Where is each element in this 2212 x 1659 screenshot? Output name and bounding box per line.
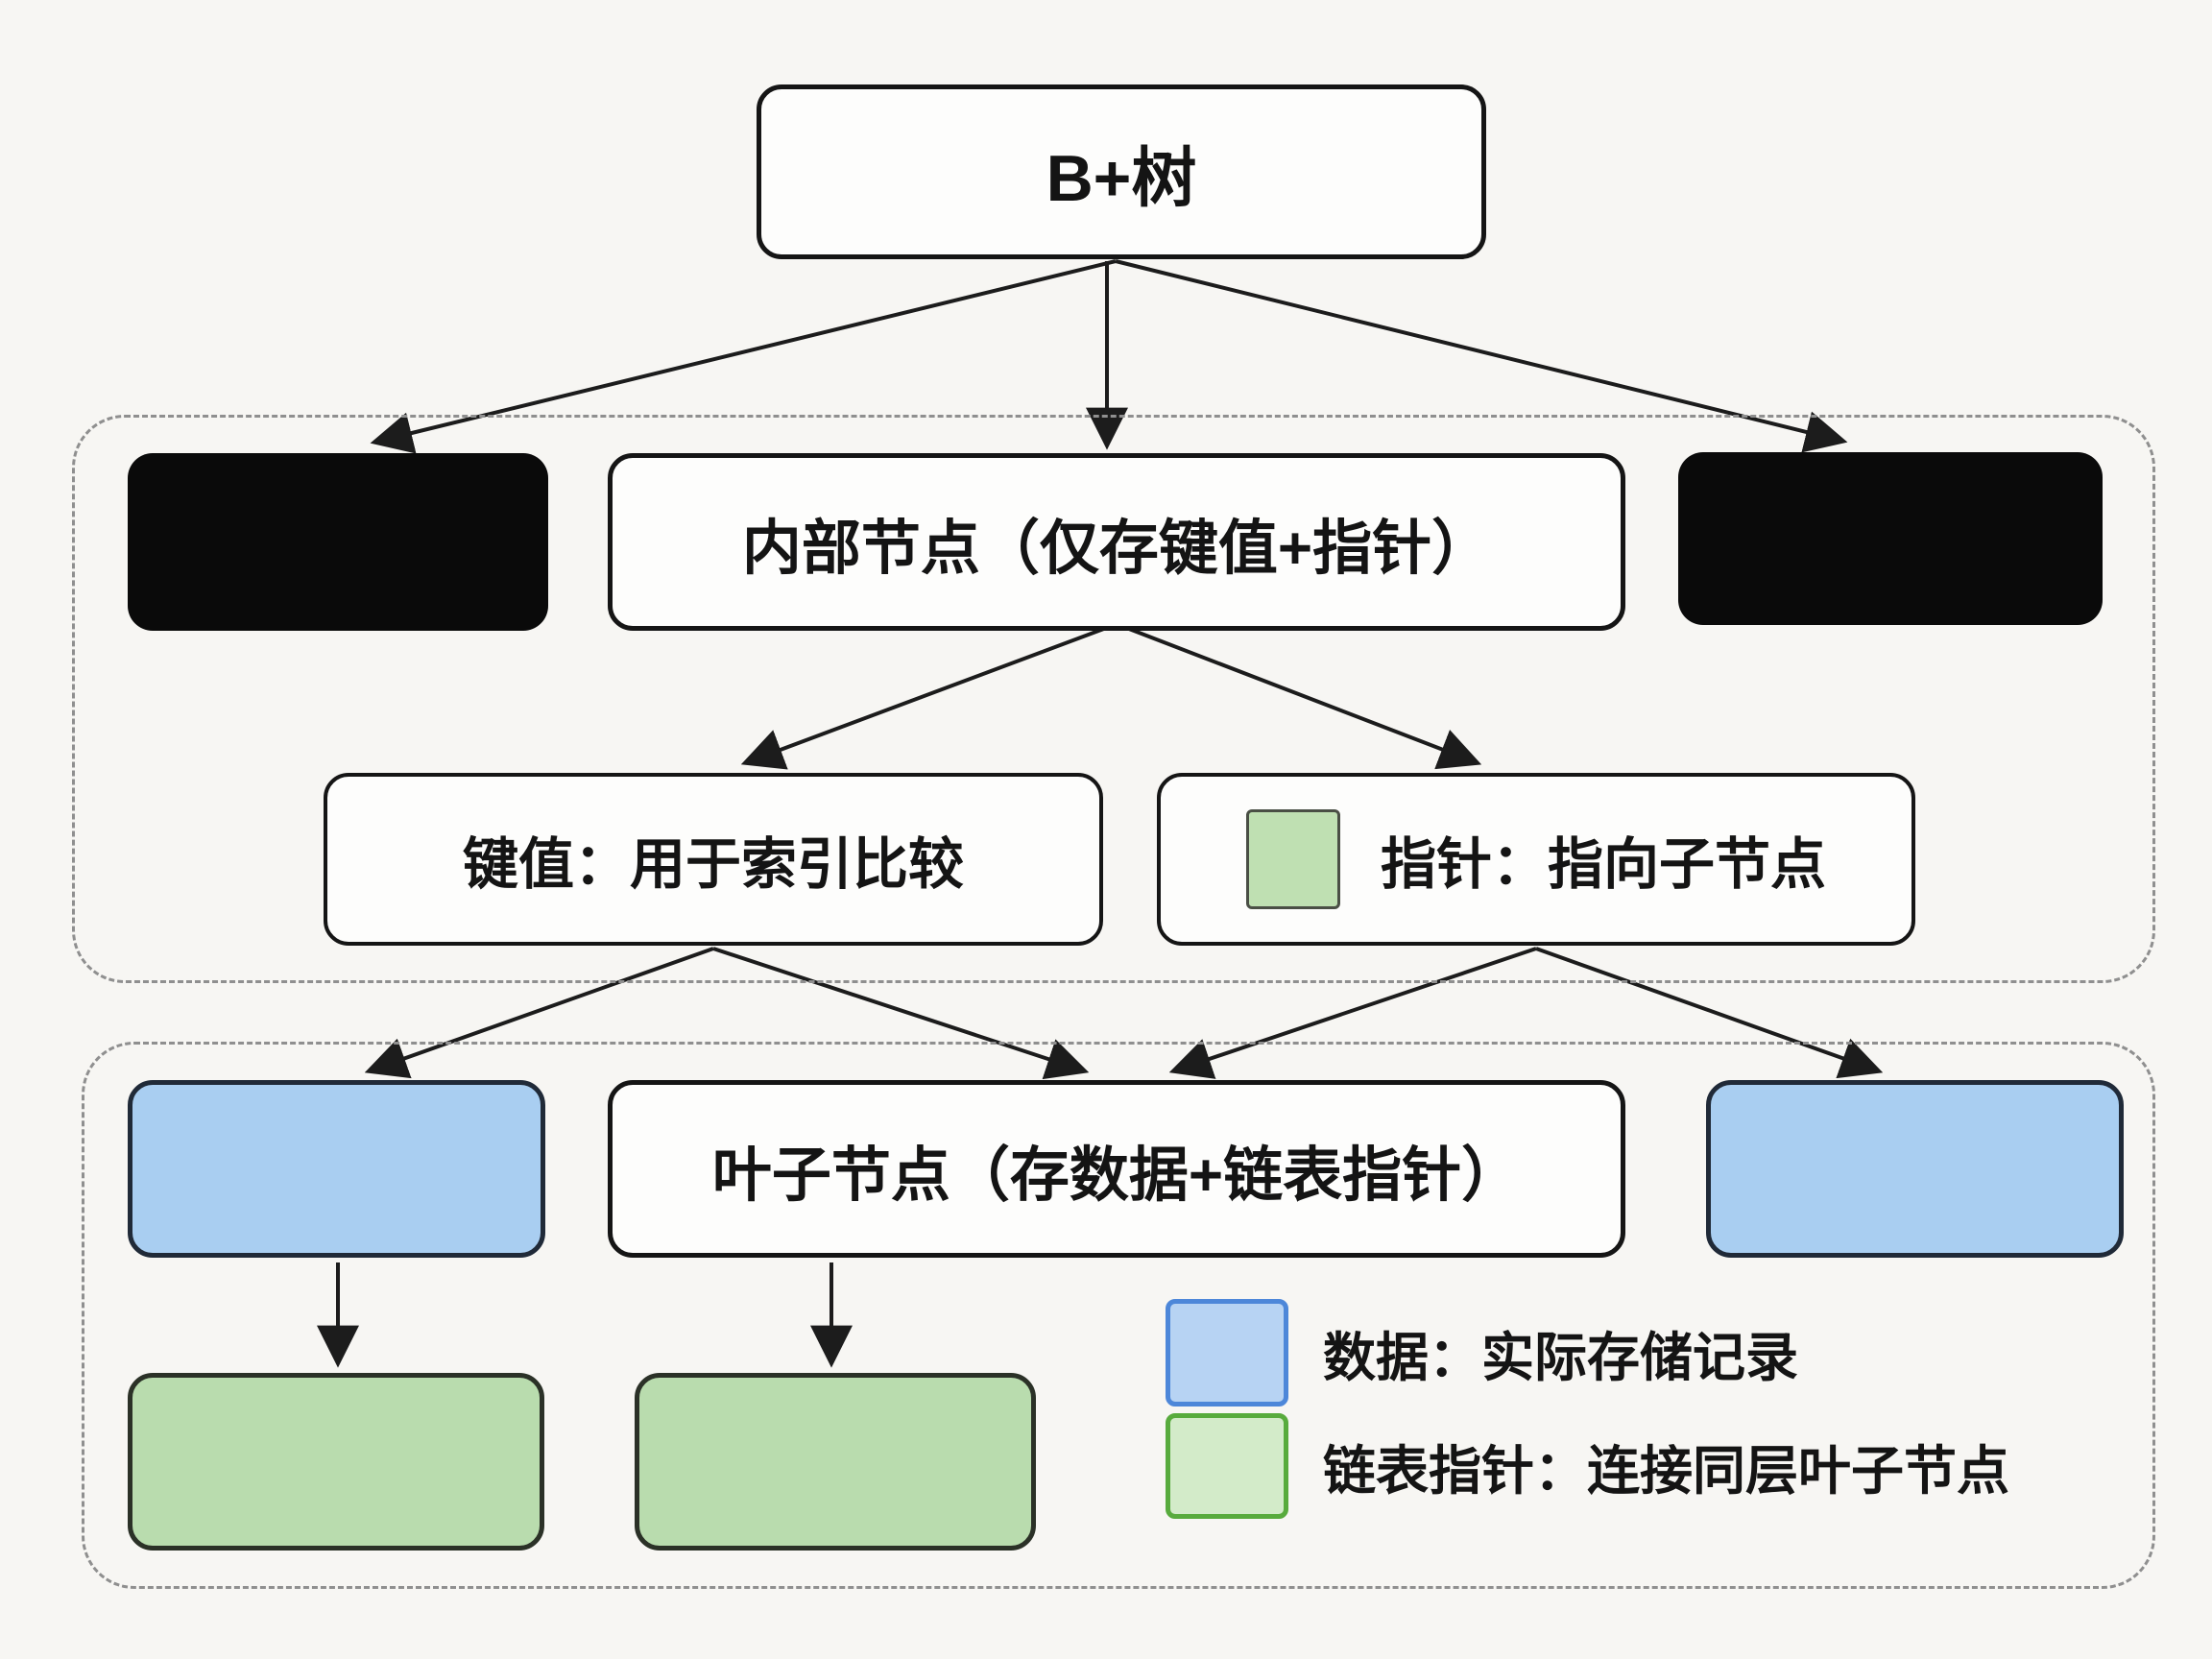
arrow-root-to-right-redacted: [1115, 259, 1848, 453]
linked-list-node-1: [128, 1373, 544, 1551]
redacted-node-left: [128, 453, 548, 631]
internal-level-group: [72, 415, 2155, 983]
pointer-node-label: 指针：指向子节点: [1380, 833, 1826, 896]
linked-list-node-2: [635, 1373, 1036, 1551]
leaf-data-node-right: [1706, 1080, 2124, 1258]
redacted-node-right: [1678, 452, 2103, 625]
legend-data-swatch-icon: [1166, 1299, 1288, 1407]
pointer-node: 指针：指向子节点: [1157, 773, 1915, 946]
pointer-swatch-icon: [1245, 809, 1340, 909]
legend-row-data: 数据：实际存储记录: [1166, 1299, 1799, 1407]
leaf-data-node-left: [128, 1080, 545, 1258]
leaf-node: 叶子节点（存数据+链表指针）: [608, 1080, 1625, 1258]
leaf-node-label: 叶子节点（存数据+链表指针）: [711, 1142, 1522, 1209]
internal-node-label: 内部节点（仅存键值+指针）: [741, 515, 1492, 582]
leaf-level-group: [82, 1042, 2155, 1589]
key-node-label: 键值：用于索引比较: [462, 833, 964, 896]
root-node-label: B+树: [1046, 141, 1197, 215]
key-node: 键值：用于索引比较: [324, 773, 1103, 946]
legend-linked-list-swatch-icon: [1166, 1413, 1288, 1519]
legend-row-linked-list: 链表指针：连接同层叶子节点: [1166, 1413, 2010, 1519]
legend-linked-list-label: 链表指针：连接同层叶子节点: [1323, 1441, 2010, 1501]
internal-node: 内部节点（仅存键值+指针）: [608, 453, 1625, 631]
root-node: B+树: [757, 84, 1486, 259]
legend-data-label: 数据：实际存储记录: [1323, 1328, 1799, 1387]
